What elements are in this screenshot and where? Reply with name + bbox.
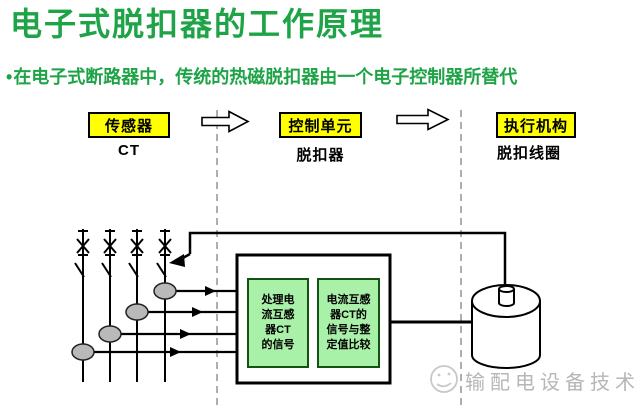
bullet-line: •在电子式断路器中，传统的热磁脱扣器由一个电子控制器所替代 (6, 64, 636, 90)
process-box-line: 定值比较 (326, 339, 371, 351)
process-box-line: 器CT的 (330, 309, 367, 321)
process-box-line: 处理电 (261, 294, 295, 306)
label-trip-unit: 脱扣器 (296, 147, 345, 164)
watermark-text: 输配电设备技术 (465, 372, 640, 394)
ct-signal-arrowheads (170, 286, 216, 357)
bullet-marker: • (6, 67, 13, 87)
watermark-logo-icon (430, 365, 458, 393)
phase-lines-with-breaker-symbols (74, 229, 172, 382)
process-box-line: 流互感 (261, 309, 295, 321)
flow-arrow-icon (201, 108, 450, 133)
trip-coil-icon (471, 284, 541, 369)
flow-box-control-unit: 控制单元 (279, 112, 362, 138)
label-ct: CT (118, 142, 140, 159)
trip-command-line (169, 231, 507, 288)
label-trip-coil: 脱扣线圈 (496, 145, 561, 162)
process-box-line: 信号与整 (326, 324, 371, 336)
dashed-separator-lines (216, 110, 462, 408)
process-box-ct-signal: 处理电 流互感 器CT 的信号 (247, 278, 309, 368)
flow-box-actuator: 执行机构 (496, 112, 576, 138)
page-title: 电子式脱扣器的工作原理 (10, 6, 385, 42)
flow-box-sensor: 传感器 (88, 112, 170, 138)
process-box-line: 器CT (265, 324, 291, 336)
process-box-line: 电流互感 (326, 294, 371, 306)
process-box-line: 的信号 (261, 339, 295, 351)
bullet-text: 在电子式断路器中，传统的热磁脱扣器由一个电子控制器所替代 (13, 67, 518, 87)
ct-sensor-icon (71, 282, 177, 361)
process-box-compare-setting: 电流互感 器CT的 信号与整 定值比较 (317, 278, 380, 368)
